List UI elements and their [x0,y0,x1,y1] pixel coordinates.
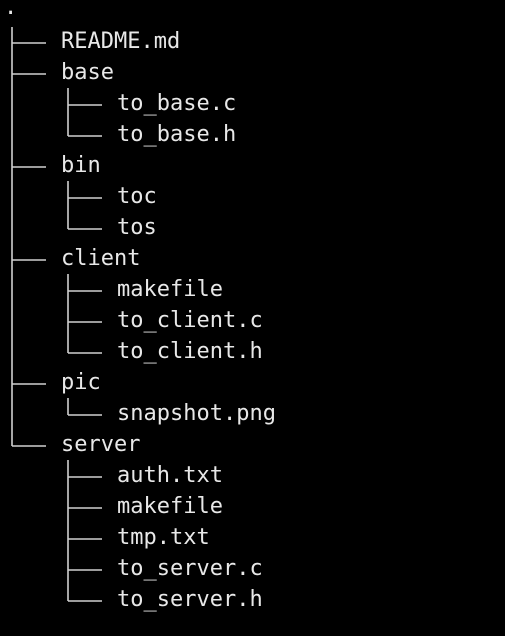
tree-file-name: tos [117,215,157,240]
tree-folder-name: client [61,246,141,271]
root-dot: . [4,0,18,20]
tree-file-name: to_client.c [117,308,263,333]
tree-file-name: to_client.h [117,339,263,364]
tree-folder-name: bin [61,153,101,178]
tree-file-name: to_base.c [117,91,237,116]
tree-file-name: to_base.h [117,122,237,147]
tree-file-name: toc [117,184,157,209]
tree-folder-name: pic [61,370,101,395]
tree-file-name: tmp.txt [117,525,210,550]
tree-file-name: README.md [61,29,181,54]
tree-folder-name: server [61,432,141,457]
tree-file-name: to_server.h [117,587,263,612]
tree-file-name: to_server.c [117,556,263,581]
tree-file-name: makefile [117,494,223,519]
tree-file-name: makefile [117,277,223,302]
tree-file-name: auth.txt [117,463,223,488]
tree-file-name: snapshot.png [117,401,276,426]
tree-folder-name: base [61,60,114,85]
